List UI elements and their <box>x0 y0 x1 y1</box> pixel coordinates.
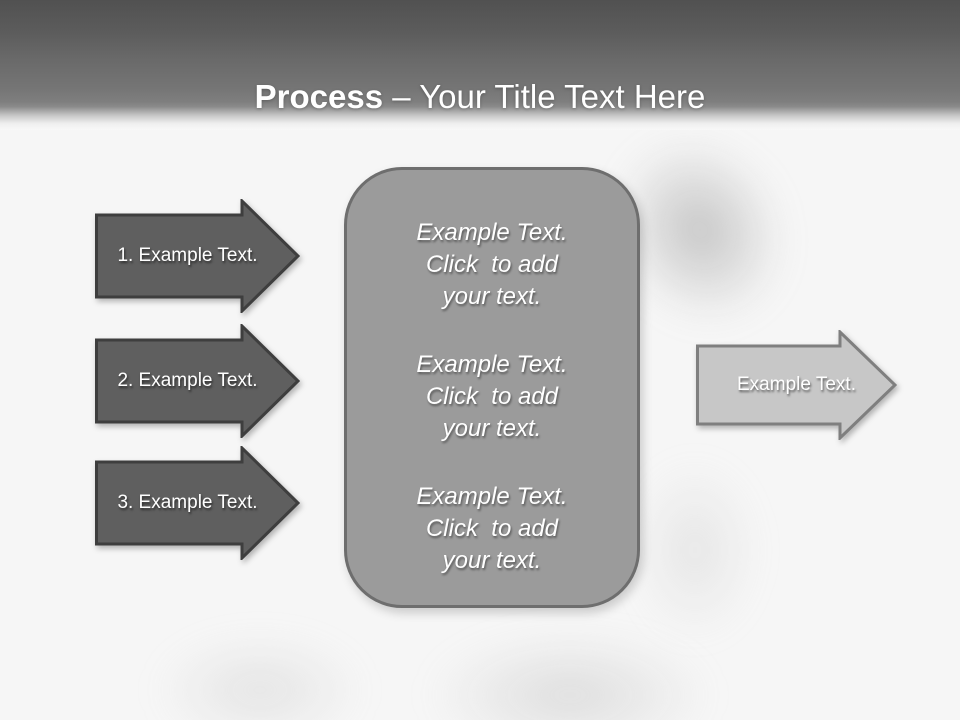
step-arrow-3-label: 3. Example Text. <box>117 492 258 513</box>
result-arrow-label: Example Text. <box>737 374 856 395</box>
step-arrow-2[interactable]: 2. Example Text. <box>95 324 300 438</box>
slide-title-subtitle: – Your Title Text Here <box>383 78 706 116</box>
step-arrow-3[interactable]: 3. Example Text. <box>95 446 300 560</box>
right-block-arrow-icon <box>95 199 300 313</box>
panel-text-block-3[interactable]: Example Text. Click to add your text. <box>416 483 568 574</box>
panel-text-block-2[interactable]: Example Text. Click to add your text. <box>416 351 568 442</box>
result-arrow[interactable]: Example Text. <box>696 330 897 440</box>
header-band <box>0 0 960 130</box>
center-text-panel[interactable]: Example Text. Click to add your text. Ex… <box>344 167 640 608</box>
slide-title-keyword: Process <box>254 78 384 116</box>
background-blob <box>380 610 760 720</box>
slide-title: Process – Your Title Text Here <box>0 74 960 120</box>
arrow-shape <box>696 330 897 440</box>
arrow-shape <box>95 199 300 313</box>
step-arrow-1-label: 1. Example Text. <box>117 245 258 266</box>
right-block-arrow-icon <box>95 324 300 438</box>
background-blob <box>120 615 400 720</box>
arrow-shape <box>95 324 300 438</box>
right-block-arrow-icon <box>696 330 897 440</box>
right-block-arrow-icon <box>95 446 300 560</box>
panel-text-block-1[interactable]: Example Text. Click to add your text. <box>416 219 568 310</box>
step-arrow-2-label: 2. Example Text. <box>117 370 258 391</box>
step-arrow-1[interactable]: 1. Example Text. <box>95 199 300 313</box>
arrow-shape <box>95 446 300 560</box>
